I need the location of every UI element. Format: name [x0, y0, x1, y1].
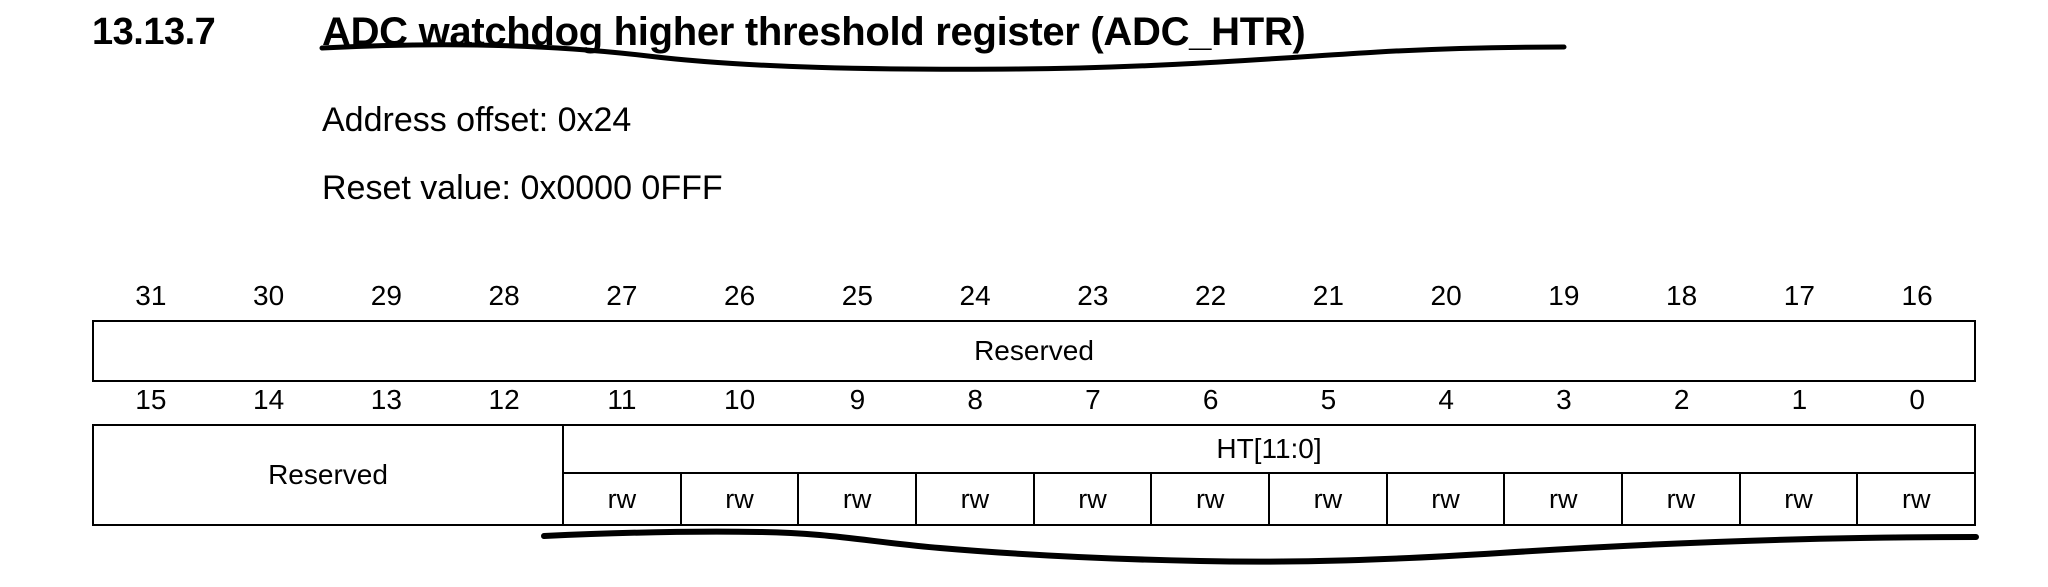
bit-number-9: 9 [849, 384, 866, 415]
bit-number-row-high: 31 30 29 28 27 26 25 24 23 22 21 20 19 18 17 16 [92, 278, 1976, 320]
access-cell-bit-6: rw [1152, 474, 1271, 524]
bit-number-1: 1 [1791, 384, 1808, 415]
access-cell-bit-8: rw [917, 474, 1035, 524]
access-cell-bit-10: rw [682, 474, 800, 524]
page-title: ADC watchdog higher threshold register (… [322, 10, 1306, 54]
bit-number-3: 3 [1556, 384, 1572, 415]
access-cell-bit-7: rw [1035, 474, 1153, 524]
bit-number-23: 23 [1077, 280, 1109, 311]
bit-number-12: 12 [488, 384, 520, 415]
access-cell-bit-5: rw [1270, 474, 1388, 524]
reset-value-text: Reset value: 0x0000 0FFF [322, 169, 723, 207]
ht-field-label: HT[11:0] [564, 426, 1974, 474]
bit-number-24: 24 [959, 280, 991, 311]
bit-number-11: 11 [607, 384, 637, 415]
bit-number-27: 27 [606, 280, 638, 311]
bit-number-28: 28 [488, 280, 520, 311]
bit-number-18: 18 [1666, 280, 1698, 311]
bit-number-7: 7 [1085, 384, 1101, 415]
bit-number-14: 14 [253, 384, 285, 415]
bit-number-17: 17 [1783, 280, 1815, 311]
access-cell-bit-2: rw [1623, 474, 1741, 524]
bit-number-4: 4 [1438, 384, 1454, 415]
field-underline-annotation-icon [541, 528, 1979, 565]
bit-number-22: 22 [1195, 280, 1227, 311]
bit-number-0: 0 [1909, 384, 1925, 415]
heading: 13.13.7 ADC watchdog higher threshold re… [92, 8, 1992, 68]
bit-number-6: 6 [1202, 384, 1219, 415]
bit-number-8: 8 [967, 384, 983, 415]
access-cell-bit-11: rw [564, 474, 682, 524]
access-cell-bit-4: rw [1388, 474, 1506, 524]
bit-number-19: 19 [1548, 280, 1580, 311]
reserved-cell-high: Reserved [974, 335, 1094, 366]
section-number: 13.13.7 [92, 11, 216, 53]
access-cell-bit-3: rw [1505, 474, 1624, 524]
access-cell-bit-0: rw [1901, 483, 1931, 514]
bit-number-5: 5 [1320, 384, 1337, 415]
bit-number-20: 20 [1430, 280, 1462, 311]
reserved-cell-low: Reserved [94, 426, 564, 524]
bit-number-16: 16 [1901, 280, 1933, 311]
bit-number-21: 21 [1312, 280, 1344, 311]
bit-number-15: 15 [135, 384, 167, 415]
bit-number-10: 10 [724, 384, 756, 415]
reserved-row-high: Reserved [92, 320, 1976, 382]
bit-number-2: 2 [1673, 384, 1690, 415]
bit-number-29: 29 [370, 280, 402, 311]
address-offset-text: Address offset: 0x24 [322, 101, 632, 139]
bit-number-26: 26 [724, 280, 756, 311]
access-cell-bit-1: rw [1741, 474, 1859, 524]
bit-number-25: 25 [841, 280, 873, 311]
bit-number-13: 13 [370, 384, 402, 415]
access-cell-bit-9: rw [799, 474, 918, 524]
bit-number-30: 30 [253, 280, 285, 311]
bit-number-31: 31 [135, 280, 167, 311]
